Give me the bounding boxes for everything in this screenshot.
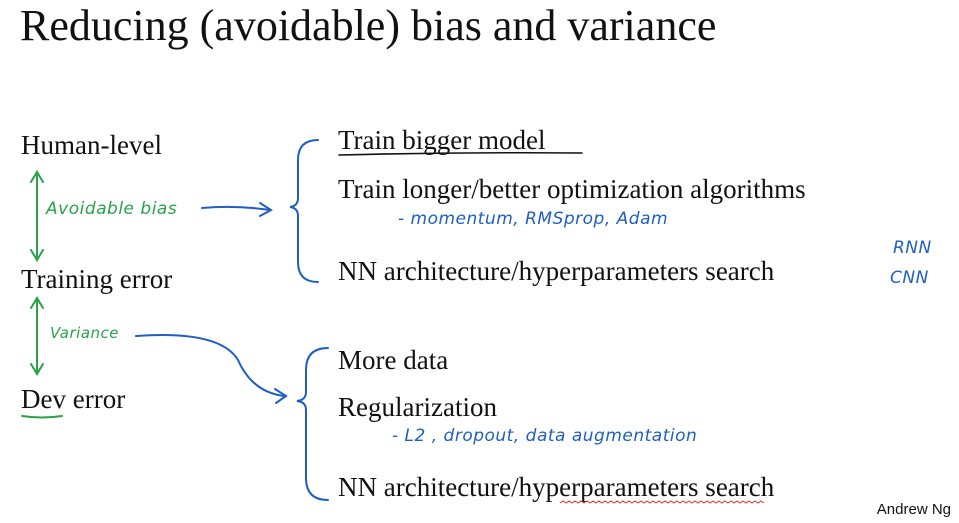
slide-title: Reducing (avoidable) bias and variance (20, 1, 717, 50)
rnn-note: RNN (893, 238, 932, 258)
dev-error-underline (21, 415, 63, 419)
variance-arrow (135, 334, 288, 404)
bias-fix-brace (289, 139, 319, 283)
variance-fix-more-data: More data (338, 345, 449, 375)
optimizer-note: - momentum, RMSprop, Adam (398, 209, 669, 229)
bias-gap-double-arrow (30, 170, 44, 262)
dev-error-label: Dev error (21, 384, 126, 414)
training-error-label: Training error (21, 264, 173, 294)
regularization-note: - L2 , dropout, data augmentation (392, 426, 698, 446)
cnn-note: CNN (890, 268, 929, 288)
variance-gap-double-arrow (30, 296, 44, 376)
bias-arrow (201, 202, 273, 217)
avoidable-bias-annotation: Avoidable bias (46, 199, 178, 219)
human-level-label: Human-level (21, 130, 162, 160)
variance-annotation: Variance (50, 324, 120, 342)
variance-fix-architecture-search: NN architecture/hyperparameters search (338, 472, 775, 502)
bias-fix-bigger-model: Train bigger model (338, 125, 546, 155)
bias-fix-architecture-search: NN architecture/hyperparameters search (338, 256, 775, 286)
variance-fix-regularization: Regularization (338, 392, 497, 422)
bias-fix-optimization: Train longer/better optimization algorit… (338, 174, 806, 204)
variance-fix-brace (296, 347, 329, 501)
author-credit: Andrew Ng (876, 501, 951, 518)
